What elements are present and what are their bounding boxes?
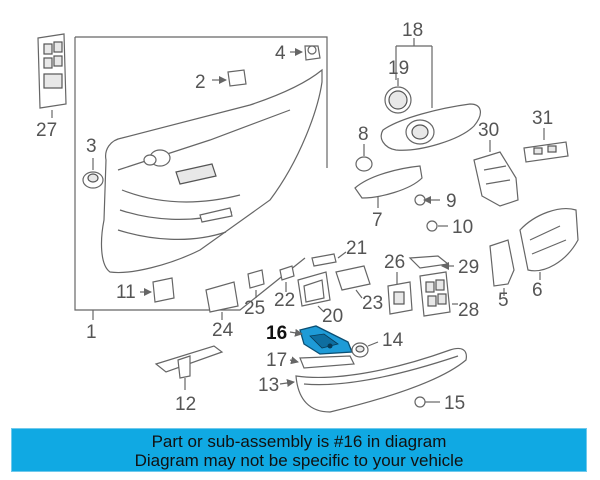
label-29: 29 [458,257,479,278]
label-8: 8 [358,124,369,145]
notice-line-2: Diagram may not be specific to your vehi… [134,451,464,470]
label-9: 9 [446,191,457,212]
label-31: 31 [532,108,553,129]
label-27: 27 [36,120,57,141]
label-17: 17 [266,350,287,371]
label-20: 20 [322,306,343,327]
label-5: 5 [498,290,509,311]
label-15: 15 [444,393,465,414]
insert-part-23 [335,265,371,299]
clip-part-4 [290,45,321,61]
label-4: 4 [275,43,286,64]
label-6: 6 [532,280,543,301]
plug-part-3 [82,158,104,189]
label-1: 1 [86,322,97,343]
clip-part-21 [311,251,347,267]
screw-part-9 [414,194,440,206]
label-2: 2 [195,72,206,93]
trim-part-17 [289,355,355,369]
pull-cup-part-20 [297,271,331,313]
notice-line-1: Part or sub-assembly is #16 in diagram [151,432,447,451]
handle-bezel-part-7 [354,165,423,208]
label-23: 23 [362,293,383,314]
switch-part-26 [387,272,413,315]
label-13: 13 [258,375,279,396]
bracket-part-12 [154,345,224,390]
label-21: 21 [346,238,367,259]
screw-part-15 [414,396,440,408]
label-3: 3 [86,136,97,157]
armrest-part-13 [279,347,467,413]
label-28: 28 [458,300,479,321]
label-7: 7 [372,210,383,231]
clip-part-22 [279,265,295,292]
cap-part-14 [351,341,379,358]
label-24: 24 [212,320,234,341]
trim-part-29 [408,255,454,270]
cover-part-5 [489,239,515,296]
switch-part-11 [140,277,175,303]
bracket-part-6 [519,208,579,280]
label-18: 18 [402,20,423,41]
parts-diagram: 1 2 3 4 5 6 7 8 9 10 11 12 13 14 15 16 1… [36,20,579,415]
label-12: 12 [175,394,196,415]
seat-switch-part-30 [473,140,519,207]
clip-part-25 [247,269,265,298]
label-19: 19 [388,58,409,79]
window-switch-panel [37,33,67,118]
switch-part-28 [419,271,458,317]
label-25: 25 [244,298,265,319]
label-14: 14 [382,330,404,351]
highlighted-part-16 [289,325,353,355]
label-22: 22 [274,290,295,311]
label-11: 11 [116,282,136,303]
label-16: 16 [266,323,287,344]
speaker-grille-assembly [380,38,481,151]
switch-cover-part-31 [523,128,569,163]
door-trim-panel [74,36,328,320]
part-notice-banner: Part or sub-assembly is #16 in diagram D… [11,428,587,472]
clip-part-2 [212,69,247,87]
cap-part-8 [355,144,373,172]
label-30: 30 [478,120,499,141]
switch-part-24 [205,281,239,320]
label-26: 26 [384,252,405,273]
clip-part-10 [426,220,448,232]
label-10: 10 [452,217,473,238]
